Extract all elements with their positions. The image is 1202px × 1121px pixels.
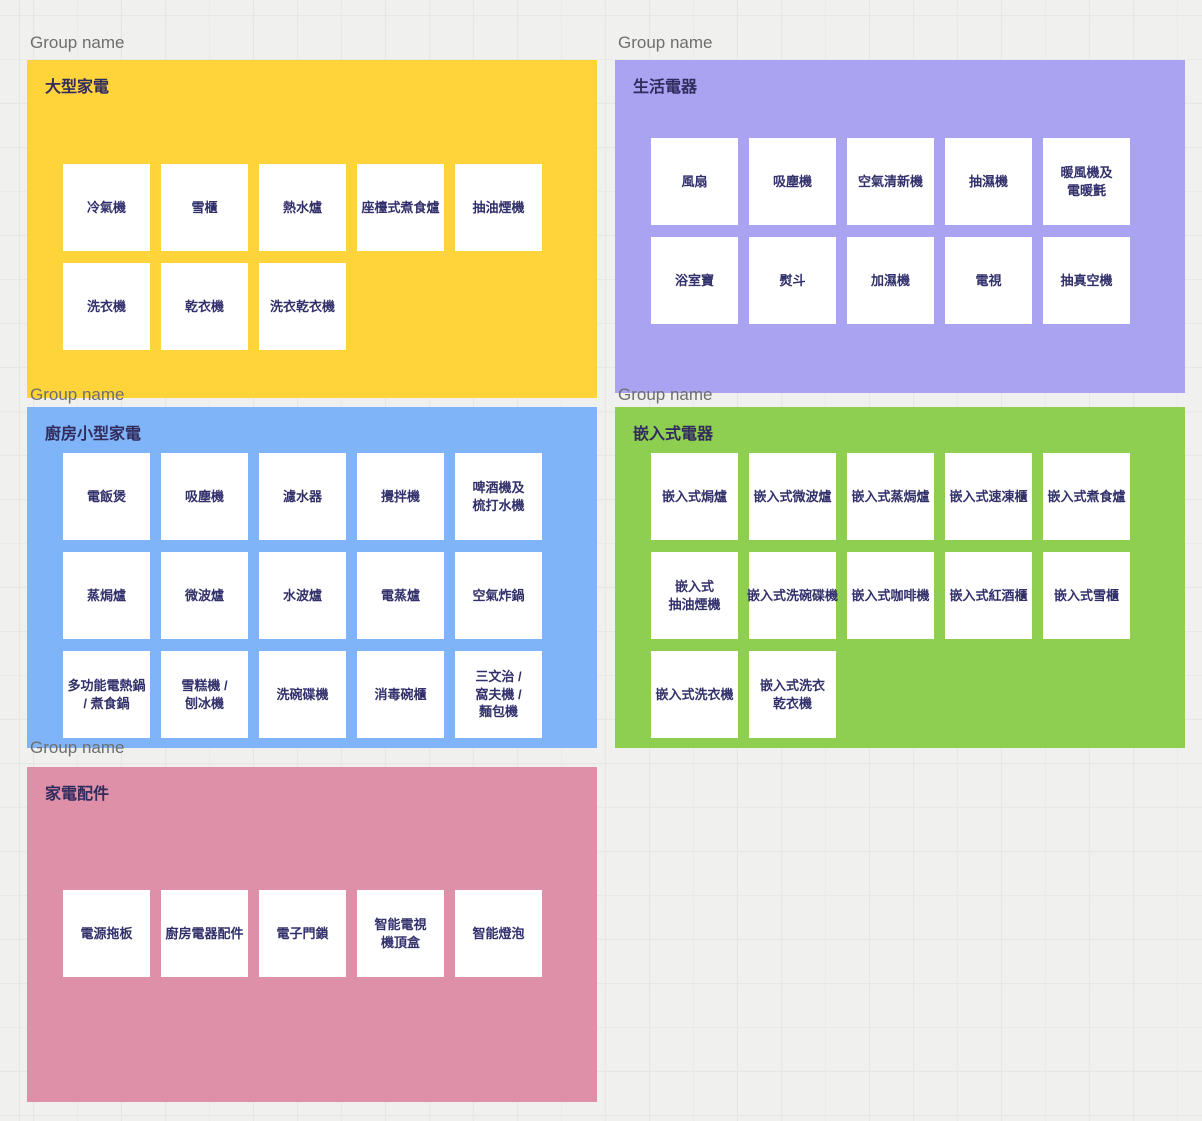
card-shape[interactable]: 熨斗 <box>749 237 836 324</box>
group-title[interactable]: 嵌入式電器 <box>633 426 714 443</box>
card-shape[interactable]: 空氣炸鍋 <box>455 552 542 639</box>
card-shape[interactable]: 嵌入式洗衣機 <box>651 651 738 738</box>
card-shape[interactable]: 三文治 / 窩夫機 / 麵包機 <box>455 651 542 738</box>
group-name-label[interactable]: Group name <box>30 738 125 757</box>
card-shape[interactable]: 嵌入式 抽油煙機 <box>651 552 738 639</box>
card-shape[interactable]: 電子門鎖 <box>259 890 346 977</box>
card-shape[interactable]: 浴室寶 <box>651 237 738 324</box>
card-shape[interactable]: 抽油煙機 <box>455 164 542 251</box>
card-shape[interactable]: 濾水器 <box>259 453 346 540</box>
group-panel-appliance-accessories[interactable]: 家電配件 電源拖板廚房電器配件電子門鎖智能電視 機頂盒智能燈泡 <box>27 767 597 1102</box>
group-title[interactable]: 大型家電 <box>45 79 110 96</box>
group-title[interactable]: 廚房小型家電 <box>45 426 142 443</box>
card-grid: 電飯煲吸塵機濾水器攪拌機啤酒機及 梳打水機蒸焗爐微波爐水波爐電蒸爐空氣炸鍋多功能… <box>63 453 555 738</box>
card-shape[interactable]: 洗衣乾衣機 <box>259 263 346 350</box>
card-shape[interactable]: 啤酒機及 梳打水機 <box>455 453 542 540</box>
card-shape[interactable]: 風扇 <box>651 138 738 225</box>
card-shape[interactable]: 攪拌機 <box>357 453 444 540</box>
card-shape[interactable]: 蒸焗爐 <box>63 552 150 639</box>
card-shape[interactable]: 嵌入式紅酒櫃 <box>945 552 1032 639</box>
card-shape[interactable]: 冷氣機 <box>63 164 150 251</box>
card-shape[interactable]: 消毒碗櫃 <box>357 651 444 738</box>
card-shape[interactable]: 抽濕機 <box>945 138 1032 225</box>
card-shape[interactable]: 暖風機及 電暖氈 <box>1043 138 1130 225</box>
card-shape[interactable]: 水波爐 <box>259 552 346 639</box>
card-shape[interactable]: 加濕機 <box>847 237 934 324</box>
card-shape[interactable]: 洗碗碟機 <box>259 651 346 738</box>
card-shape[interactable]: 嵌入式洗碗碟機 <box>747 552 838 639</box>
group-panel-lifestyle-appliances[interactable]: 生活電器 風扇吸塵機空氣清新機抽濕機暖風機及 電暖氈浴室寶熨斗加濕機電視抽真空機 <box>615 60 1185 393</box>
card-shape[interactable]: 多功能電熱鍋 / 煮食鍋 <box>63 651 150 738</box>
card-shape[interactable]: 嵌入式速凍櫃 <box>945 453 1032 540</box>
card-shape[interactable]: 嵌入式咖啡機 <box>847 552 934 639</box>
group-panel-kitchen-small-appliances[interactable]: 廚房小型家電 電飯煲吸塵機濾水器攪拌機啤酒機及 梳打水機蒸焗爐微波爐水波爐電蒸爐… <box>27 407 597 748</box>
group-title[interactable]: 生活電器 <box>633 79 698 96</box>
group-title[interactable]: 家電配件 <box>45 786 110 803</box>
card-grid: 風扇吸塵機空氣清新機抽濕機暖風機及 電暖氈浴室寶熨斗加濕機電視抽真空機 <box>651 138 1143 324</box>
card-shape[interactable]: 抽真空機 <box>1043 237 1130 324</box>
card-shape[interactable]: 廚房電器配件 <box>161 890 248 977</box>
card-grid: 電源拖板廚房電器配件電子門鎖智能電視 機頂盒智能燈泡 <box>63 890 555 977</box>
group-panel-large-home-appliances[interactable]: 大型家電 冷氣機雪櫃熱水爐座檯式煮食爐抽油煙機洗衣機乾衣機洗衣乾衣機 <box>27 60 597 398</box>
card-shape[interactable]: 雪糕機 / 刨冰機 <box>161 651 248 738</box>
card-shape[interactable]: 電飯煲 <box>63 453 150 540</box>
group-name-label[interactable]: Group name <box>30 385 125 404</box>
card-shape[interactable]: 智能燈泡 <box>455 890 542 977</box>
card-shape[interactable]: 乾衣機 <box>161 263 248 350</box>
group-panel-built-in-appliances[interactable]: 嵌入式電器 嵌入式焗爐嵌入式微波爐嵌入式蒸焗爐嵌入式速凍櫃嵌入式煮食爐嵌入式 抽… <box>615 407 1185 748</box>
card-shape[interactable]: 座檯式煮食爐 <box>357 164 444 251</box>
card-grid: 冷氣機雪櫃熱水爐座檯式煮食爐抽油煙機洗衣機乾衣機洗衣乾衣機 <box>63 164 555 350</box>
group-name-label[interactable]: Group name <box>618 33 713 52</box>
card-shape[interactable]: 熱水爐 <box>259 164 346 251</box>
card-shape[interactable]: 雪櫃 <box>161 164 248 251</box>
card-shape[interactable]: 微波爐 <box>161 552 248 639</box>
card-shape[interactable]: 嵌入式焗爐 <box>651 453 738 540</box>
card-shape[interactable]: 洗衣機 <box>63 263 150 350</box>
card-shape[interactable]: 嵌入式洗衣 乾衣機 <box>749 651 836 738</box>
card-shape[interactable]: 嵌入式煮食爐 <box>1043 453 1130 540</box>
group-name-label[interactable]: Group name <box>30 33 125 52</box>
card-grid: 嵌入式焗爐嵌入式微波爐嵌入式蒸焗爐嵌入式速凍櫃嵌入式煮食爐嵌入式 抽油煙機嵌入式… <box>651 453 1143 738</box>
card-shape[interactable]: 嵌入式雪櫃 <box>1043 552 1130 639</box>
card-shape[interactable]: 電蒸爐 <box>357 552 444 639</box>
card-shape[interactable]: 電源拖板 <box>63 890 150 977</box>
card-shape[interactable]: 吸塵機 <box>749 138 836 225</box>
card-shape[interactable]: 電視 <box>945 237 1032 324</box>
card-shape[interactable]: 嵌入式蒸焗爐 <box>847 453 934 540</box>
card-shape[interactable]: 空氣清新機 <box>847 138 934 225</box>
card-shape[interactable]: 嵌入式微波爐 <box>749 453 836 540</box>
card-shape[interactable]: 智能電視 機頂盒 <box>357 890 444 977</box>
group-name-label[interactable]: Group name <box>618 385 713 404</box>
card-shape[interactable]: 吸塵機 <box>161 453 248 540</box>
